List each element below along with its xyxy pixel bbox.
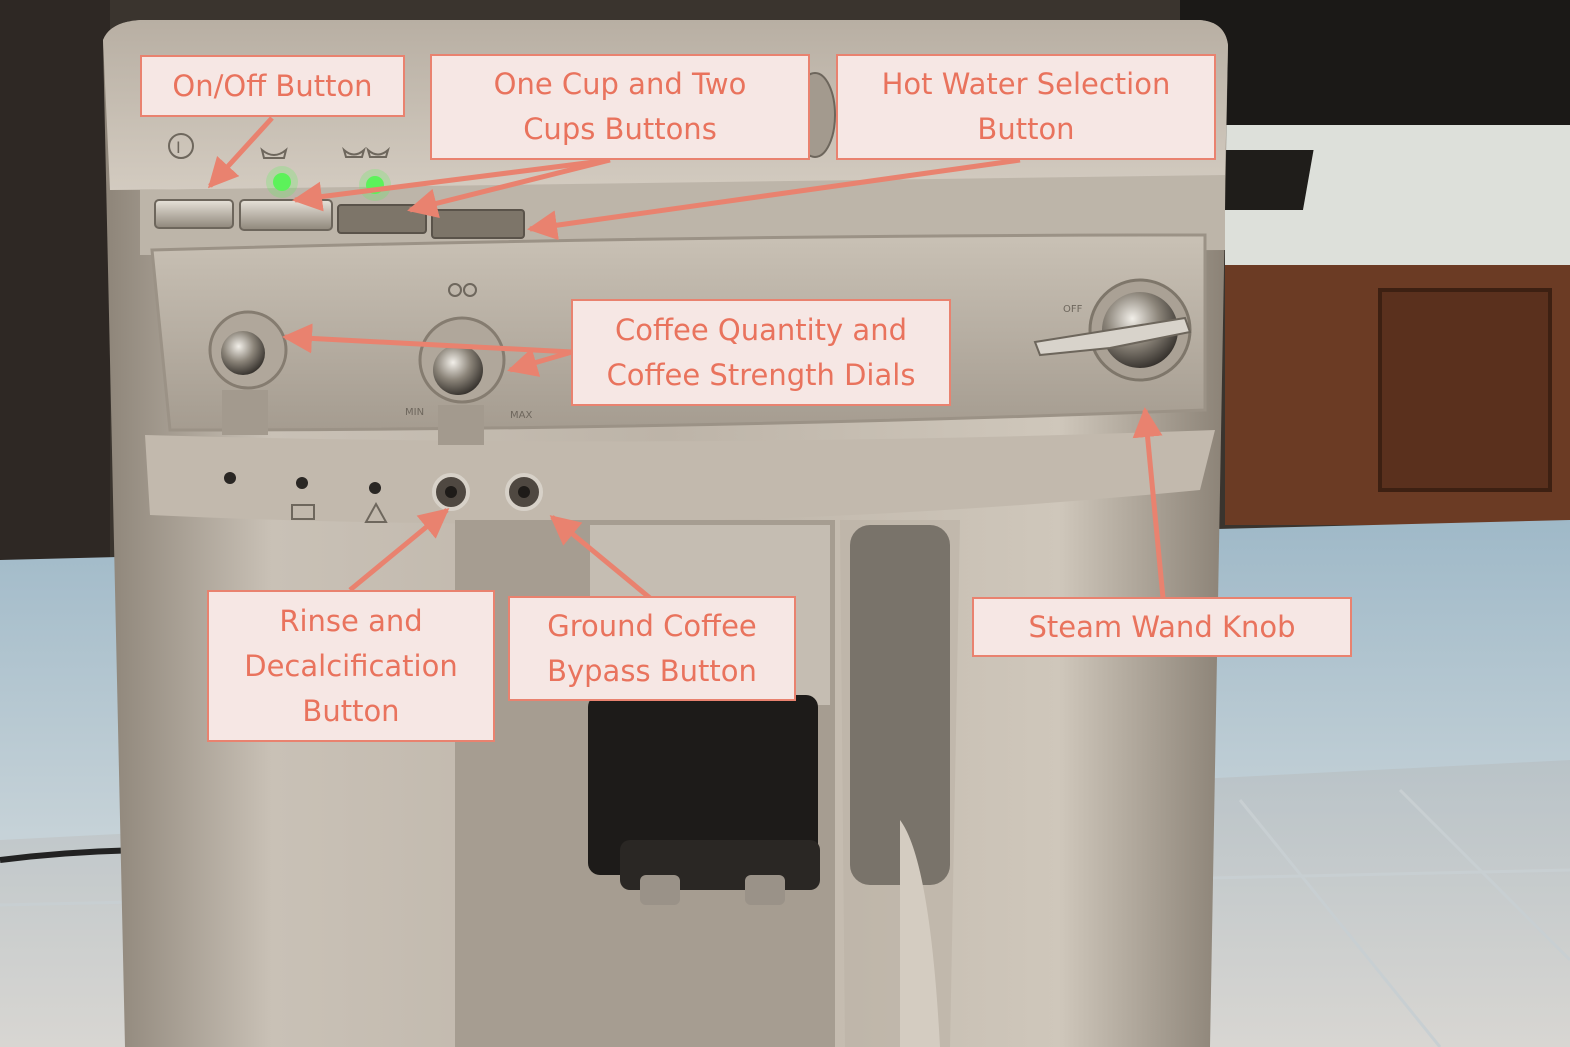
- callout-hot-water-button: Hot Water Selection Button: [836, 54, 1216, 160]
- callout-dials: Coffee Quantity and Coffee Strength Dial…: [571, 299, 951, 406]
- callout-onoff-line-1: On/Off Button: [172, 68, 373, 103]
- callout-hotwater-line-2: Button: [977, 112, 1075, 146]
- callout-ground-line-1: Ground Coffee: [547, 608, 757, 643]
- callout-ground-coffee-button: Ground Coffee Bypass Button: [508, 596, 796, 701]
- callout-dials-line-1: Coffee Quantity and: [615, 312, 907, 347]
- callout-rinse-button: Rinse and Decalcification Button: [207, 590, 495, 742]
- svg-text:OFF: OFF: [1063, 304, 1083, 315]
- coffee-strength-dial: [433, 345, 483, 395]
- callout-hotwater-line-1: Hot Water Selection: [881, 67, 1171, 101]
- led-green-one: [273, 173, 291, 191]
- callout-steam-wand-knob: Steam Wand Knob: [972, 597, 1352, 657]
- callout-cups-line-2: Cups Buttons: [523, 112, 717, 146]
- callout-cups-line-1: One Cup and Two: [493, 67, 747, 101]
- callout-rinse-line-3: Button: [302, 693, 400, 728]
- background-appliance: [1180, 0, 1570, 130]
- callout-dials-line-2: Coffee Strength Dials: [606, 357, 916, 392]
- svg-text:MAX: MAX: [510, 410, 532, 421]
- callout-rinse-line-1: Rinse and: [279, 603, 423, 638]
- onoff-physical-button: [154, 199, 234, 229]
- callout-cup-buttons: One Cup and Two Cups Buttons: [430, 54, 810, 160]
- callout-ground-line-2: Bypass Button: [547, 653, 757, 688]
- svg-text:MIN: MIN: [405, 407, 424, 418]
- svg-text:I: I: [176, 138, 181, 157]
- callout-rinse-line-2: Decalcification: [244, 648, 458, 683]
- coffee-quantity-dial: [221, 331, 265, 375]
- callout-onoff-button: On/Off Button: [140, 55, 405, 117]
- callout-steam-line-1: Steam Wand Knob: [1028, 609, 1296, 644]
- coffee-spout: [588, 695, 818, 875]
